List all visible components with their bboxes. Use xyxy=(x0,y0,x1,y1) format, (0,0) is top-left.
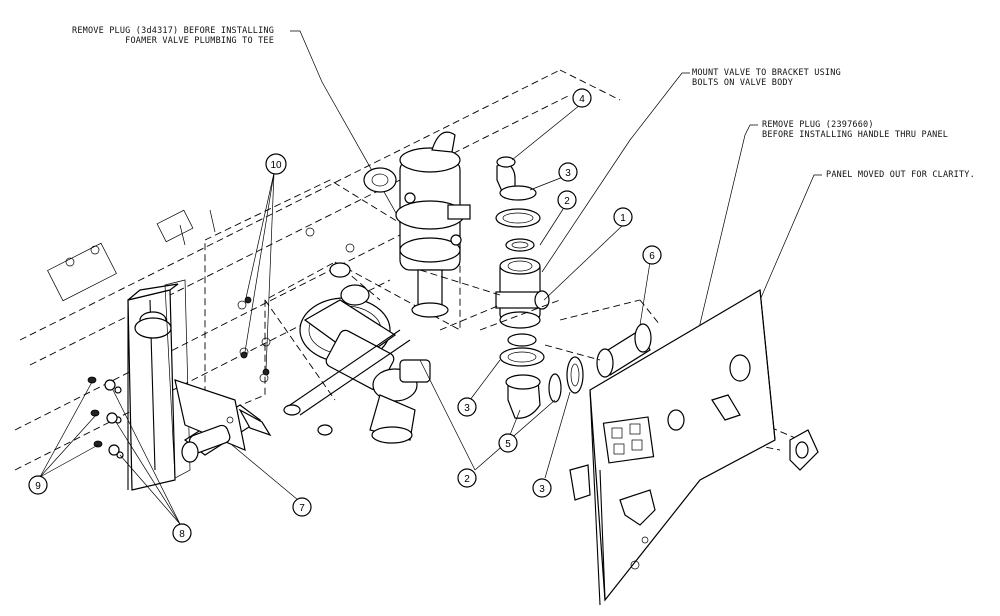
pump-body xyxy=(283,262,431,444)
callout-label-6: 6 xyxy=(649,251,655,262)
note-remove-plug-handle-line1: REMOVE PLUG (2397660) xyxy=(762,120,874,130)
callout-label-4: 4 xyxy=(579,94,585,105)
handle-a xyxy=(711,394,741,421)
clamp-3-side xyxy=(566,356,584,394)
note-remove-plug-handle: REMOVE PLUG (2397660) BEFORE INSTALLING … xyxy=(762,120,948,140)
callout-label-10: 10 xyxy=(270,160,282,171)
callout-label-2-lower: 2 xyxy=(464,474,470,485)
clamp-3-upper xyxy=(495,208,541,228)
tank-bracket xyxy=(174,379,272,463)
callout-balloon-3-lower: 3 xyxy=(532,478,552,498)
callout-balloon-3-upper: 3 xyxy=(558,162,578,182)
callout-balloon-7: 7 xyxy=(292,497,312,517)
callout-balloon-8: 8 xyxy=(172,523,192,543)
panel-gauge-plate xyxy=(602,416,655,464)
callout-balloon-2-lower: 2 xyxy=(457,468,477,488)
foamer-valve xyxy=(363,131,471,318)
horizontal-fitting-group xyxy=(544,299,661,403)
note-panel-moved: PANEL MOVED OUT FOR CLARITY. xyxy=(826,170,975,180)
callout-label-7: 7 xyxy=(299,503,305,514)
callout-balloon-1: 1 xyxy=(613,207,633,227)
callout-label-3-lower: 3 xyxy=(539,484,545,495)
leader-foamer-plug xyxy=(290,30,419,253)
clamp-3-lower xyxy=(499,347,545,367)
note-mount-valve-line1: MOUNT VALVE TO BRACKET USING xyxy=(692,68,841,78)
callout-balloon-3-middle: 3 xyxy=(457,397,477,417)
callout-label-1: 1 xyxy=(620,213,626,224)
callout-leaders xyxy=(39,104,651,525)
gasket-2-side xyxy=(548,373,562,403)
callout-balloon-4: 4 xyxy=(572,88,592,108)
note-remove-plug-foamer-line2: FOAMER VALVE PLUMBING TO TEE xyxy=(125,36,275,46)
gasket-2-lower xyxy=(507,333,537,347)
callout-label-3-middle: 3 xyxy=(464,403,470,414)
callout-label-5: 5 xyxy=(505,439,511,450)
side-panel xyxy=(569,289,819,606)
elbow-fitting-5 xyxy=(507,379,541,419)
gasket-2-upper xyxy=(505,238,535,252)
panel-hole xyxy=(729,354,751,382)
callout-balloon-9: 9 xyxy=(28,475,48,495)
valve-stack xyxy=(495,156,550,419)
callout-balloon-5: 5 xyxy=(498,433,518,453)
note-remove-plug-foamer-line1: REMOVE PLUG (3d4317) BEFORE INSTALLING xyxy=(72,26,275,36)
rear-fitting xyxy=(569,464,591,501)
callout-balloon-6: 6 xyxy=(642,245,662,265)
panel-plug-hole xyxy=(667,409,685,431)
note-remove-plug-foamer: REMOVE PLUG (3d4317) BEFORE INSTALLING F… xyxy=(72,26,274,46)
leader-panel-moved xyxy=(759,174,822,301)
callout-label-2-upper: 2 xyxy=(564,196,570,207)
note-leaders xyxy=(290,30,822,409)
callout-label-9: 9 xyxy=(35,481,41,492)
callout-label-3-upper: 3 xyxy=(565,168,571,179)
leader-mount-valve xyxy=(541,72,690,273)
callout-label-8: 8 xyxy=(179,529,185,540)
callout-balloon-10: 10 xyxy=(265,153,287,175)
note-mount-valve: MOUNT VALVE TO BRACKET USING BOLTS ON VA… xyxy=(692,68,841,88)
callout-balloon-2-upper: 2 xyxy=(557,190,577,210)
leader-handle-plug xyxy=(679,124,758,409)
note-mount-valve-line2: BOLTS ON VALVE BODY xyxy=(692,78,794,88)
note-remove-plug-handle-line2: BEFORE INSTALLING HANDLE THRU PANEL xyxy=(762,130,949,140)
panel-fitting xyxy=(619,489,656,526)
note-panel-moved-text: PANEL MOVED OUT FOR CLARITY. xyxy=(826,170,975,180)
